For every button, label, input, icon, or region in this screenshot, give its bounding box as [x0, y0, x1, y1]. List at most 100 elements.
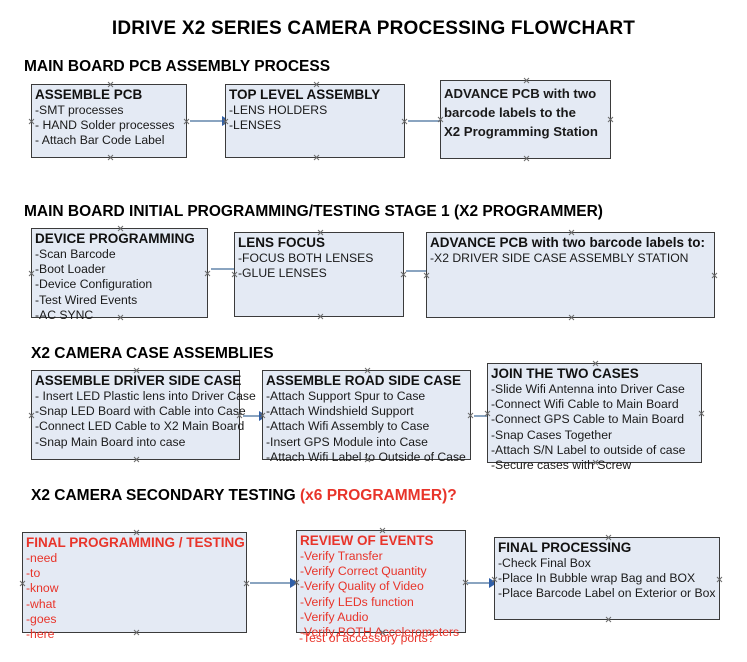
node-line: -Place In Bubble wrap Bag and BOX	[498, 571, 696, 586]
node-line: -need	[26, 551, 58, 565]
connection-handle-bottom	[605, 616, 612, 623]
section-heading-2-text: MAIN BOARD INITIAL PROGRAMMING/TESTING S…	[24, 203, 603, 220]
node-line: -Verify BOTH Accelerometers	[300, 625, 460, 640]
connection-handle-right	[716, 576, 723, 583]
node-line: -to	[26, 566, 41, 581]
connection-handle-left	[259, 412, 266, 419]
node-title: ASSEMBLE DRIVER SIDE CASE	[35, 373, 242, 388]
node-content: REVIEW OF EVENTS -Verify Transfer -Verif…	[300, 533, 463, 640]
section-heading-4-text: X2 CAMERA SECONDARY TESTING	[31, 487, 300, 504]
connection-handle-left	[19, 580, 26, 587]
connection-handle-bottom	[107, 154, 114, 161]
node-line: -FOCUS BOTH LENSES	[238, 251, 374, 265]
arrow-final-programming-to-review	[250, 577, 298, 589]
connection-handle-left	[222, 118, 229, 125]
connection-handle-bottom	[568, 314, 575, 321]
connection-handle-right	[711, 272, 718, 279]
node-line: -know	[26, 581, 59, 596]
node-advance-pcb-driver-side[interactable]: ADVANCE PCB with two barcode labels to: …	[426, 232, 715, 318]
node-title: FINAL PROCESSING	[498, 540, 632, 555]
node-line: -Verify LEDs function	[300, 594, 414, 609]
connection-handle-left	[231, 271, 238, 278]
node-content: JOIN THE TWO CASES -Slide Wifi Antenna i…	[491, 366, 699, 473]
section-heading-1-text: MAIN BOARD PCB ASSEMBLY PROCESS	[24, 58, 331, 75]
node-content: ASSEMBLE DRIVER SIDE CASE - Insert LED P…	[35, 373, 256, 450]
node-title: ADVANCE PCB with two	[444, 86, 597, 101]
node-assemble-driver-side-case[interactable]: ASSEMBLE DRIVER SIDE CASE - Insert LED P…	[28, 370, 256, 463]
node-line: -Attach Wifi Label to Outside of Case	[266, 449, 466, 464]
node-line: - Insert LED Plastic lens into Driver Ca…	[35, 389, 256, 403]
node-title: FINAL PROGRAMMING / TESTING	[26, 535, 245, 550]
node-line: -Insert GPS Module into Case	[266, 434, 428, 449]
node-line: -Verify Audio	[300, 609, 369, 624]
node-line: -Secure cases with Screw	[491, 458, 632, 473]
node-content: ADVANCE PCB with two barcode labels to t…	[444, 84, 608, 141]
node-line: -Test Wired Events	[35, 292, 138, 307]
connection-handle-bottom	[317, 313, 324, 320]
node-line: -Boot Loader	[35, 262, 106, 277]
node-title: DEVICE PROGRAMMING	[35, 231, 195, 246]
node-final-processing[interactable]: FINAL PROCESSING -Check Final Box -Place…	[494, 537, 720, 620]
node-review-of-events[interactable]: REVIEW OF EVENTS -Verify Transfer -Verif…	[293, 530, 466, 639]
node-line: -Attach Support Spur to Case	[266, 389, 426, 403]
node-line: -what	[26, 596, 56, 611]
node-content: ASSEMBLE PCB -SMT processes - HAND Solde…	[35, 87, 184, 149]
node-line: -Verify Correct Quantity	[300, 564, 427, 579]
node-line: -Slide Wifi Antenna into Driver Case	[491, 382, 685, 396]
node-content: TOP LEVEL ASSEMBLY -LENS HOLDERS -LENSES	[229, 87, 402, 133]
node-top-level-assembly[interactable]: TOP LEVEL ASSEMBLY -LENS HOLDERS -LENSES	[225, 84, 405, 158]
node-assemble-road-side-case[interactable]: ASSEMBLE ROAD SIDE CASE -Attach Support …	[259, 370, 474, 464]
node-content: FINAL PROGRAMMING / TESTING -need -to -k…	[26, 535, 245, 642]
node-title: ASSEMBLE PCB	[35, 87, 143, 102]
node-line: -Attach Wifi Assembly to Case	[266, 419, 430, 434]
connection-handle-left	[293, 579, 300, 586]
connection-handle-right	[243, 580, 250, 587]
node-line: -LENSES	[229, 118, 282, 133]
node-line: -Place Barcode Label on Exterior or Box	[498, 586, 716, 601]
connection-handle-right	[607, 116, 614, 123]
node-line: - HAND Solder processes	[35, 118, 175, 133]
connection-handle-bottom	[133, 456, 140, 463]
node-lens-focus[interactable]: LENS FOCUS -FOCUS BOTH LENSES -GLUE LENS…	[234, 232, 404, 317]
node-device-programming[interactable]: DEVICE PROGRAMMING -Scan Barcode -Boot L…	[28, 228, 211, 322]
section-heading-4-note: (x6 PROGRAMMER)?	[300, 487, 457, 504]
node-line: -LENS HOLDERS	[229, 103, 328, 117]
node-title: REVIEW OF EVENTS	[300, 533, 434, 548]
node-line: -here	[26, 627, 55, 642]
section-heading-3-text: X2 CAMERA CASE ASSEMBLIES	[31, 345, 274, 362]
connection-handle-left	[423, 272, 430, 279]
node-line: barcode labels to the	[444, 105, 576, 120]
node-content: FINAL PROCESSING -Check Final Box -Place…	[498, 540, 717, 602]
node-assemble-pcb[interactable]: ASSEMBLE PCB -SMT processes - HAND Solde…	[31, 84, 187, 158]
node-content: LENS FOCUS -FOCUS BOTH LENSES -GLUE LENS…	[238, 235, 401, 281]
node-line: -Attach S/N Label to outside of case	[491, 442, 686, 457]
node-title: LENS FOCUS	[238, 235, 326, 250]
node-line: -X2 DRIVER SIDE CASE ASSEMBLY STATION	[430, 251, 689, 265]
node-line: -goes	[26, 611, 57, 626]
arrow-assemble-pcb-to-top-level	[190, 115, 230, 127]
node-title: JOIN THE TWO CASES	[491, 366, 639, 381]
node-line: -Connect GPS Cable to Main Board	[491, 412, 685, 427]
connection-handle-right	[400, 271, 407, 278]
connection-handle-right	[204, 270, 211, 277]
connection-handle-top	[523, 77, 530, 84]
node-line: -GLUE LENSES	[238, 266, 327, 281]
connection-handle-right	[183, 118, 190, 125]
connection-handle-left	[437, 116, 444, 123]
node-final-programming-testing[interactable]: FINAL PROGRAMMING / TESTING -need -to -k…	[19, 532, 250, 641]
node-line: -AC SYNC	[35, 307, 94, 322]
node-line: -Snap LED Board with Cable into Case	[35, 404, 246, 419]
connection-handle-left	[28, 412, 35, 419]
node-title: ADVANCE PCB with two barcode labels to:	[430, 235, 706, 250]
node-advance-pcb-station[interactable]: ADVANCE PCB with two barcode labels to t…	[440, 80, 611, 159]
section-heading-3: X2 CAMERA CASE ASSEMBLIES	[31, 345, 274, 363]
node-line: -Device Configuration	[35, 277, 153, 292]
node-join-the-two-cases[interactable]: JOIN THE TWO CASES -Slide Wifi Antenna i…	[487, 363, 702, 472]
node-line: -Check Final Box	[498, 556, 591, 570]
connection-handle-right	[467, 412, 474, 419]
connection-handle-bottom	[523, 155, 530, 162]
node-title: TOP LEVEL ASSEMBLY	[229, 87, 381, 102]
node-line: -Attach Windshield Support	[266, 404, 414, 419]
connection-handle-left	[28, 270, 35, 277]
